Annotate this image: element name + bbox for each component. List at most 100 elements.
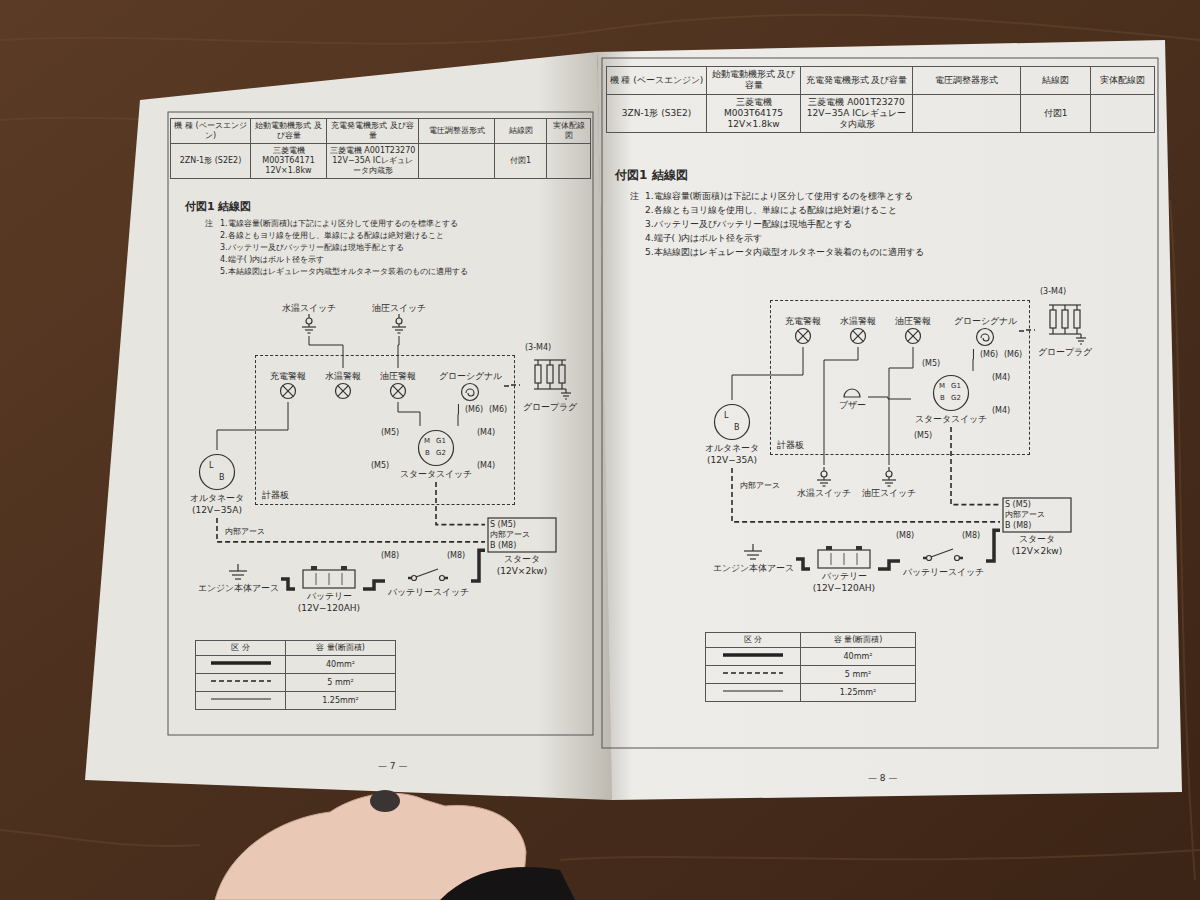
table-cell (706, 648, 801, 666)
table-cell: 5 mm² (801, 666, 916, 684)
table-text: 充電発電機形式 及び容量 (329, 121, 416, 141)
starter-switch: スタータスイッチ (396, 426, 476, 482)
terminal-label: G2 (951, 393, 961, 403)
label-text: 4.端子( )内はボルト径を示す (220, 255, 324, 264)
legend-heading: 容 量(断面積) (803, 635, 913, 645)
component-label: エンジン本体アース (198, 582, 279, 594)
wire (951, 427, 1000, 505)
wire (398, 336, 399, 368)
plug-symbol (528, 357, 572, 401)
label-text: 3.バッテリー及びバッテリー配線は現地手配とする (220, 243, 404, 252)
component-label: (12V−120AH) (298, 602, 360, 614)
panel-label: 計器板 (777, 439, 804, 451)
label-text: 5.本結線図はレギュレータ内蔵型オルタネータ装着のものに適用する (645, 247, 924, 257)
figure-title: 付図1 結線図 (185, 200, 251, 214)
terminal-label: S (M5) (490, 519, 516, 530)
label-text: (3-M4) (1040, 287, 1066, 296)
table-cell: 始動電動機形式 及び容量 (707, 67, 801, 95)
terminal-label: L (724, 410, 728, 421)
table-cell: 電圧調整器形式 (419, 119, 495, 144)
label-text: B (940, 394, 945, 402)
table-cell: 1.25mm² (801, 684, 916, 702)
note-text: 2.各線ともヨリ線を使用し、単線による配線は絶対避けること (220, 230, 444, 241)
table-cell: 充電発電機形式 及び容量 (801, 67, 913, 95)
terminal-label: B (M8) (1005, 520, 1031, 531)
legend-header: 区 分容 量(断面積) (196, 641, 396, 656)
table-text: 付図1 (497, 156, 544, 166)
wire (796, 559, 810, 569)
note-text: 1.電線容量(断面積)は下記により区分して使用するのを標準とする (220, 218, 458, 229)
glow-symbol (973, 327, 997, 347)
label-text: 2.各線ともヨリ線を使用し、単線による配線は絶対避けること (645, 205, 897, 215)
sensor-switch: 油圧スイッチ (860, 465, 918, 501)
sensor-switch: 水温スイッチ (795, 465, 853, 501)
note-text: 4.端子( )内はボルト径を示す (220, 254, 324, 265)
label-text: M (424, 437, 430, 445)
terminal-label: (M4) (992, 405, 1010, 416)
label-text: B (M8) (1005, 521, 1031, 530)
note-text: 5.本結線図はレギュレータ内蔵型オルタネータ装着のものに適用する (220, 266, 468, 277)
terminal-label: G1 (951, 381, 961, 391)
label-text: 1.電線容量(断面積)は下記により区分して使用するのを標準とする (645, 191, 913, 201)
sensor-switch: 水温スイッチ (280, 300, 338, 336)
terminal-label: (M5) (381, 427, 399, 438)
glow-plug: グロープラグ (1035, 300, 1095, 360)
component-label: 油圧警報 (895, 315, 931, 327)
table-cell: 3ZN-1形 (S3E2) (607, 94, 707, 133)
table-cell (706, 666, 801, 684)
table-cell (706, 684, 801, 702)
legend-text: 5 mm² (803, 670, 913, 680)
table-cell (1091, 94, 1155, 133)
pswitch-symbol (297, 314, 321, 334)
label-text: (M8) (381, 551, 399, 560)
label-text: 内部アース (740, 481, 780, 490)
terminal-label: (M5) (922, 358, 940, 369)
legend-row: 1.25mm² (196, 692, 396, 710)
table-cell (547, 144, 591, 179)
wire (504, 385, 520, 386)
wire (398, 402, 420, 426)
lamp-symbol (794, 327, 812, 345)
legend-table: 区 分容 量(断面積)40mm²5 mm²1.25mm² (705, 632, 916, 702)
table-cell (419, 144, 495, 179)
label-text: (M4) (992, 373, 1010, 382)
alternator: オルタネータ(12V−35A) (700, 400, 764, 468)
label-text: B (219, 473, 225, 482)
table-text: 結線図 (497, 126, 544, 136)
right-page (597, 40, 1182, 800)
component-label: エンジン本体アース (713, 562, 794, 574)
wire (868, 397, 911, 399)
left-page (85, 52, 612, 800)
wire (217, 518, 485, 542)
component-label: (12V×2kw) (497, 565, 547, 577)
legend-row: 40mm² (196, 656, 396, 674)
terminal-label: M (939, 381, 945, 391)
wire (878, 561, 900, 569)
sw-symbol (931, 373, 971, 413)
terminal-label: B (219, 472, 225, 483)
terminal-label: B (M8) (490, 540, 516, 551)
legend-row: 5 mm² (196, 674, 396, 692)
component-label: スタータ (504, 553, 540, 565)
component-label: バッテリースイッチ (903, 566, 984, 578)
component-label: 水温スイッチ (282, 302, 336, 314)
starter-motor: スタータ(12V×2kw) (1000, 495, 1074, 559)
component-label: グロープラグ (1038, 346, 1092, 358)
warning-lamp: 水温警報 (836, 313, 880, 347)
label-text: B (734, 423, 740, 432)
glow-signal-lamp: グローシグナル (951, 313, 1019, 349)
note-text: 2.各線ともヨリ線を使用し、単線による配線は絶対避けること (645, 204, 897, 216)
terminal-label: (M8) (381, 550, 399, 561)
table-text: 実体配線図 (1093, 75, 1152, 86)
wire (732, 468, 1000, 522)
label-text: 注 (630, 191, 639, 201)
component-label: 油圧スイッチ (372, 302, 426, 314)
note-text: 4.端子( )内はボルト径を示す (645, 232, 762, 244)
table-text: 結線図 (1023, 75, 1088, 86)
component-label: グローシグナル (954, 315, 1017, 327)
table-text: 充電発電機形式 及び容量 (803, 75, 910, 86)
glow-signal-lamp: グローシグナル (436, 368, 504, 404)
table-cell: 1.25mm² (286, 692, 396, 710)
label-text: — 8 — (868, 773, 897, 783)
